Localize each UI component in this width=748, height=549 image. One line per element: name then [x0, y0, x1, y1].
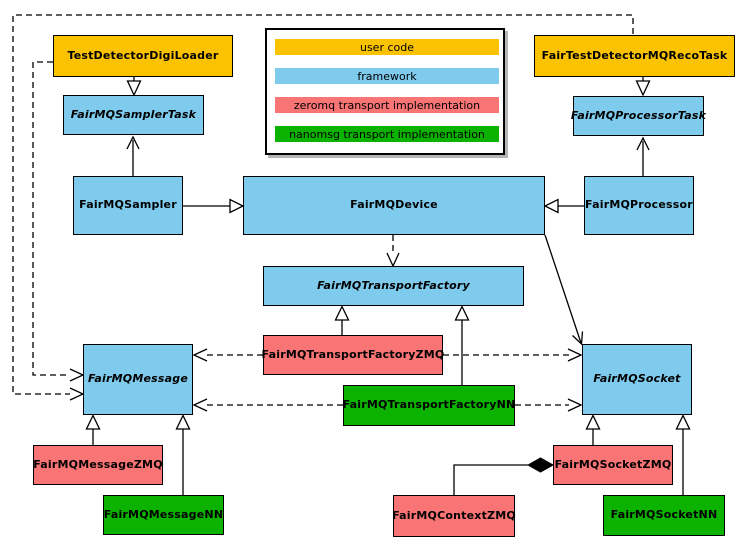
edge-socketzmq-contextzmq-composition: [453, 457, 555, 495]
edge-recotask-to-processortask-inheritance: [635, 77, 651, 97]
node-fairmqmessagezmq: FairMQMessageZMQ: [33, 445, 163, 485]
node-fairmqprocessortask: FairMQProcessorTask: [571, 96, 706, 136]
edge-factoryzmq-to-transportfactory-inheritance: [334, 305, 350, 335]
edge-factorynn-to-message-dependency: [192, 398, 343, 412]
legend-item-framework: framework: [275, 68, 499, 84]
node-testdetectordigiloader: TestDetectorDigiLoader: [53, 35, 233, 77]
edge-messagezmq-to-message-inheritance: [85, 414, 101, 445]
node-fairmqtransportfactorynn: FairMQTransportFactoryNN: [343, 385, 515, 426]
edge-factorynn-to-transportfactory-inheritance: [454, 305, 470, 385]
node-fairmqdevice: FairMQDevice: [243, 176, 545, 235]
edge-sampler-to-device-inheritance: [183, 198, 245, 214]
node-fairmqmessage: FairMQMessage: [83, 344, 193, 415]
legend: user code framework zeromq transport imp…: [265, 28, 505, 155]
node-fairmqsocketnn: FairMQSocketNN: [603, 495, 725, 536]
edge-digiloader-to-samplertask-inheritance: [126, 77, 142, 97]
legend-item-zeromq: zeromq transport implementation: [275, 97, 499, 113]
edge-processor-to-device-inheritance: [543, 198, 584, 214]
node-fairmqsampler: FairMQSampler: [73, 176, 183, 235]
node-fairmqsamplertask: FairMQSamplerTask: [63, 95, 204, 135]
node-fairmqcontextzmq: FairMQContextZMQ: [392, 495, 516, 537]
edge-device-to-socket-association: [544, 234, 584, 346]
node-fairmqmessagenn: FairMQMessageNN: [103, 495, 224, 535]
edge-factoryzmq-to-socket-dependency: [443, 348, 583, 362]
node-fairmqprocessor: FairMQProcessor: [584, 176, 694, 235]
edge-processor-to-processortask-association: [636, 136, 650, 176]
legend-item-nanomsg: nanomsg transport implementation: [275, 126, 499, 142]
edge-factorynn-to-socket-dependency: [515, 398, 583, 412]
edge-socketzmq-to-socket-inheritance: [585, 414, 601, 445]
legend-item-user-code: user code: [275, 39, 499, 55]
node-fairmqsocketzmq: FairMQSocketZMQ: [553, 445, 673, 485]
edge-factoryzmq-to-message-dependency: [192, 348, 263, 362]
node-fairtestdetectormqrecotask: FairTestDetectorMQRecoTask: [534, 35, 735, 77]
edge-socketnn-to-socket-inheritance: [675, 414, 691, 495]
edge-sampler-to-samplertask-association: [126, 135, 140, 176]
edge-messagenn-to-message-inheritance: [175, 414, 191, 495]
node-fairmqtransportfactory: FairMQTransportFactory: [263, 266, 524, 306]
edge-device-to-transportfactory-dependency: [386, 235, 400, 268]
node-fairmqsocket: FairMQSocket: [582, 344, 692, 415]
node-fairmqtransportfactoryzmq: FairMQTransportFactoryZMQ: [262, 335, 444, 375]
